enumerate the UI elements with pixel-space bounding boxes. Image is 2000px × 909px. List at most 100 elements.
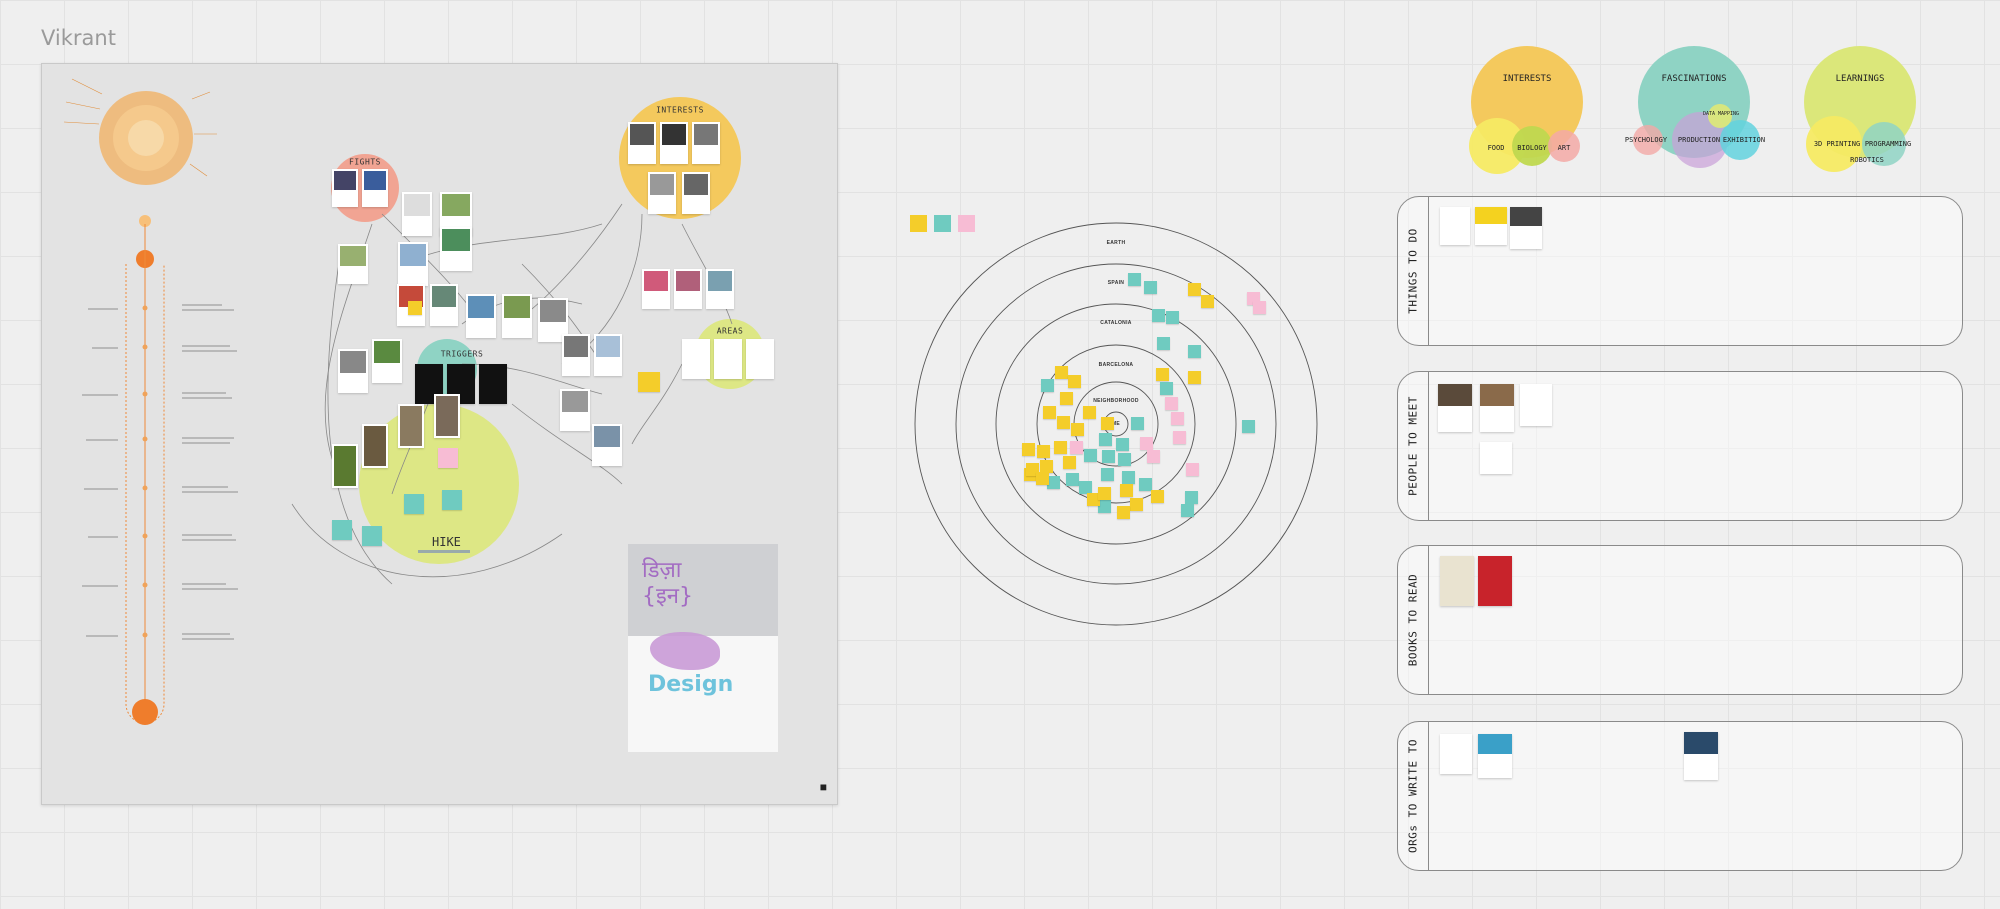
target-sticky-note[interactable]	[1242, 420, 1255, 433]
target-sticky-note[interactable]	[1071, 423, 1084, 436]
target-sticky-note[interactable]	[1026, 463, 1039, 476]
target-sticky-note[interactable]	[1036, 472, 1049, 485]
card-photo-17[interactable]	[706, 269, 734, 309]
frame-settings-icon[interactable]: ■	[819, 780, 827, 794]
target-sticky-note[interactable]	[1144, 281, 1157, 294]
target-sticky-note[interactable]	[1116, 438, 1129, 451]
legend-sticky-pink[interactable]	[958, 215, 975, 232]
card-area-2[interactable]	[714, 339, 742, 379]
target-sticky-note[interactable]	[1185, 491, 1198, 504]
target-sticky-note[interactable]	[1173, 431, 1186, 444]
target-sticky-note[interactable]	[1066, 473, 1079, 486]
target-sticky-note[interactable]	[1122, 471, 1135, 484]
legend-sticky-teal[interactable]	[934, 215, 951, 232]
sticky-note[interactable]	[442, 490, 462, 510]
lane-card[interactable]	[1478, 734, 1512, 778]
target-sticky-note[interactable]	[1117, 506, 1130, 519]
target-sticky-note[interactable]	[1140, 437, 1153, 450]
card-interest-2[interactable]	[660, 122, 688, 164]
target-sticky-note[interactable]	[1186, 463, 1199, 476]
target-sticky-note[interactable]	[1160, 382, 1173, 395]
card-photo-10[interactable]	[338, 244, 368, 284]
card-photo-1[interactable]	[402, 192, 432, 236]
target-sticky-note[interactable]	[1165, 397, 1178, 410]
lane-card[interactable]	[1440, 207, 1470, 245]
target-sticky-note[interactable]	[1156, 368, 1169, 381]
target-sticky-note[interactable]	[1131, 417, 1144, 430]
target-sticky-note[interactable]	[1063, 456, 1076, 469]
target-sticky-note[interactable]	[1151, 490, 1164, 503]
target-sticky-note[interactable]	[1166, 311, 1179, 324]
target-sticky-note[interactable]	[1102, 450, 1115, 463]
sticky-note[interactable]	[362, 526, 382, 546]
lane-card[interactable]	[1510, 207, 1542, 249]
target-sticky-note[interactable]	[1181, 504, 1194, 517]
card-photo-18[interactable]	[560, 389, 590, 431]
card-hike-3[interactable]	[398, 404, 424, 448]
card-area-1[interactable]	[682, 339, 710, 379]
sticky-note[interactable]	[638, 372, 660, 392]
swimlane-books-to-read[interactable]: BOOKS TO READ	[1397, 545, 1963, 695]
target-sticky-note[interactable]	[1128, 273, 1141, 286]
card-fight-2[interactable]	[362, 169, 388, 207]
target-sticky-note[interactable]	[1043, 406, 1056, 419]
card-photo-14[interactable]	[594, 334, 622, 376]
target-sticky-note[interactable]	[1147, 450, 1160, 463]
card-hike-1[interactable]	[332, 444, 358, 488]
mindmap-frame[interactable]: FIGHTS INTERESTS TRIGGERS AREAS HIKE ड	[41, 63, 838, 805]
card-interest-3[interactable]	[692, 122, 720, 164]
target-sticky-note[interactable]	[1037, 445, 1050, 458]
target-sticky-note[interactable]	[1171, 412, 1184, 425]
target-sticky-note[interactable]	[1099, 433, 1112, 446]
target-sticky-note[interactable]	[1188, 371, 1201, 384]
sticky-note[interactable]	[404, 494, 424, 514]
lane-card[interactable]	[1475, 207, 1507, 245]
target-sticky-note[interactable]	[1157, 337, 1170, 350]
target-sticky-note[interactable]	[1047, 476, 1060, 489]
target-sticky-note[interactable]	[1040, 460, 1053, 473]
design-poster[interactable]: डिज़ा {इन} Design	[628, 544, 778, 752]
sticky-note[interactable]	[332, 520, 352, 540]
swimlane-people-to-meet[interactable]: PEOPLE TO MEET	[1397, 371, 1963, 521]
target-sticky-note[interactable]	[1152, 309, 1165, 322]
lane-card[interactable]	[1684, 732, 1718, 780]
lane-card[interactable]	[1480, 442, 1512, 474]
swimlane-orgs-to-write-to[interactable]: ORGs TO WRITE TO	[1397, 721, 1963, 871]
card-interest-4[interactable]	[648, 172, 676, 214]
sticky-note[interactable]	[438, 448, 458, 468]
card-hike-4[interactable]	[434, 394, 460, 438]
card-photo-19[interactable]	[592, 424, 622, 466]
target-sticky-note[interactable]	[1060, 392, 1073, 405]
card-photo-8[interactable]	[502, 294, 532, 338]
card-photo-3[interactable]	[398, 242, 428, 286]
target-sticky-note[interactable]	[1041, 379, 1054, 392]
target-sticky-note[interactable]	[1098, 487, 1111, 500]
card-photo-12[interactable]	[372, 339, 402, 383]
card-trigger-3[interactable]	[479, 364, 507, 404]
card-interest-1[interactable]	[628, 122, 656, 164]
card-photo-4[interactable]	[440, 227, 472, 271]
book-cover[interactable]	[1440, 556, 1474, 606]
swimlane-things-to-do[interactable]: THINGS TO DO	[1397, 196, 1963, 346]
book-cover[interactable]	[1478, 556, 1512, 606]
target-sticky-note[interactable]	[1084, 449, 1097, 462]
target-sticky-note[interactable]	[1253, 301, 1266, 314]
target-sticky-note[interactable]	[1070, 441, 1083, 454]
card-fight-1[interactable]	[332, 169, 358, 207]
card-interest-5[interactable]	[682, 172, 710, 214]
target-sticky-note[interactable]	[1087, 493, 1100, 506]
lane-card[interactable]	[1480, 384, 1514, 432]
target-sticky-note[interactable]	[1118, 453, 1131, 466]
lane-card[interactable]	[1440, 734, 1472, 774]
target-sticky-note[interactable]	[1101, 417, 1114, 430]
lane-card[interactable]	[1520, 384, 1552, 426]
legend-sticky-yellow[interactable]	[910, 215, 927, 232]
target-sticky-note[interactable]	[1201, 295, 1214, 308]
card-photo-6[interactable]	[430, 284, 458, 326]
target-sticky-note[interactable]	[1188, 283, 1201, 296]
target-sticky-note[interactable]	[1083, 406, 1096, 419]
card-photo-16[interactable]	[674, 269, 702, 309]
target-sticky-note[interactable]	[1130, 498, 1143, 511]
lane-card[interactable]	[1438, 384, 1472, 432]
target-sticky-note[interactable]	[1188, 345, 1201, 358]
